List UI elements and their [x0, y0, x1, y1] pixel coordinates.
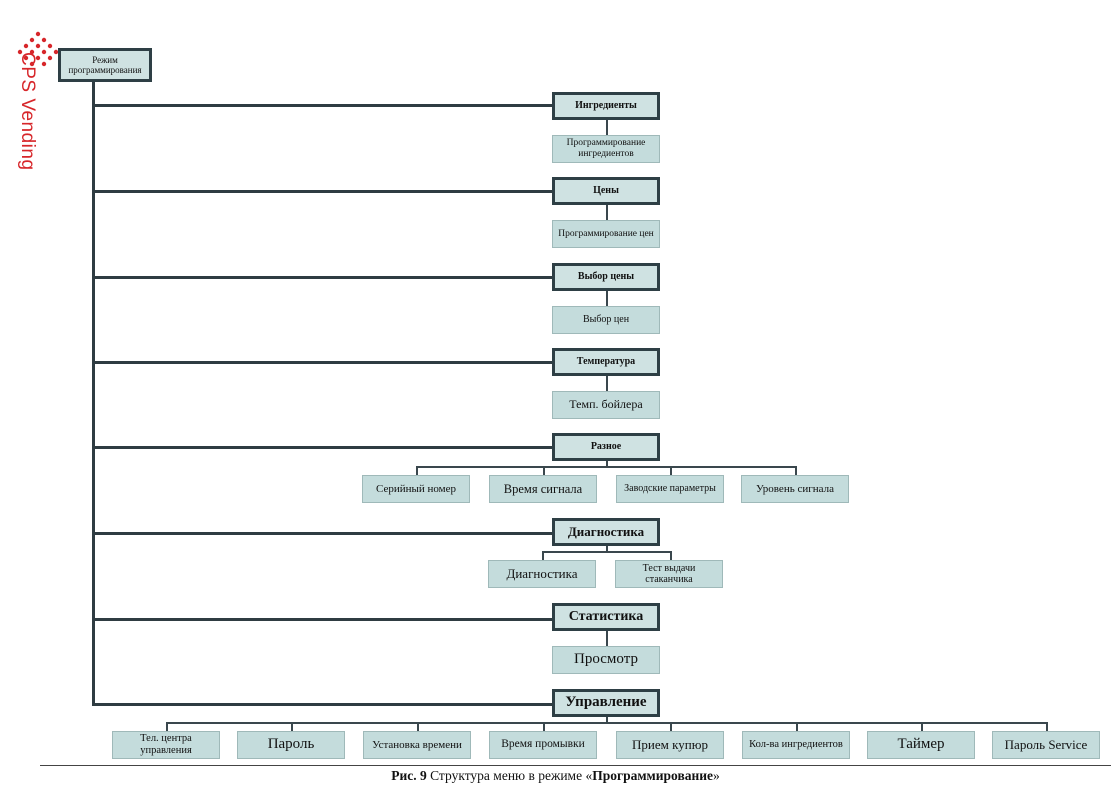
child-node: Диагностика — [488, 560, 601, 593]
branch-line — [92, 532, 554, 535]
child-label: Просмотр — [574, 651, 638, 668]
section-node: Статистика — [552, 603, 663, 634]
section-label: Статистика — [568, 608, 644, 624]
section-node: Диагностика — [552, 518, 663, 549]
branch-line — [92, 190, 554, 193]
caption-rule — [40, 765, 1111, 766]
connector-line — [921, 722, 923, 732]
caption-text: Структура меню в режиме « — [426, 768, 593, 783]
child-label: Серийный номер — [375, 482, 457, 495]
branch-line — [92, 446, 554, 449]
child-label: Прием купюр — [632, 736, 708, 752]
connector-line — [291, 722, 293, 732]
child-node: Выбор цен — [552, 306, 665, 339]
child-label: Тел. центра управления — [140, 732, 192, 756]
branch-line — [92, 703, 554, 706]
child-node: Пароль Service — [992, 731, 1105, 764]
connector-line — [416, 466, 797, 468]
connector-line — [796, 722, 798, 732]
connector-line — [795, 466, 797, 476]
section-label: Выбор цены — [577, 271, 635, 283]
connector-line — [606, 120, 608, 135]
cps-logo-icon — [17, 31, 59, 67]
branch-line — [92, 618, 554, 621]
child-node: Просмотр — [552, 646, 665, 679]
child-label: Пароль Service — [1004, 736, 1088, 752]
child-node: Установка времени — [363, 731, 476, 764]
child-node: Прием купюр — [616, 731, 729, 764]
child-node: Программирование цен — [552, 220, 665, 253]
branch-line — [92, 361, 554, 364]
connector-line — [606, 205, 608, 220]
child-node: Время сигнала — [489, 475, 602, 508]
root-label: Режим программирования — [68, 54, 142, 75]
connector-line — [416, 466, 418, 476]
child-label: Уровень сигнала — [755, 482, 834, 495]
child-label: Установка времени — [372, 738, 462, 751]
child-node: Пароль — [237, 731, 350, 764]
section-label: Цены — [593, 185, 619, 197]
connector-line — [543, 722, 545, 732]
child-node: Уровень сигнала — [741, 475, 854, 508]
child-label: Диагностика — [506, 565, 578, 581]
child-label: Время сигнала — [503, 481, 583, 496]
logo-text: CPS Vending — [17, 52, 38, 171]
child-label: Кол-ва ингредиентов — [749, 738, 843, 750]
section-node: Разное — [552, 433, 663, 464]
section-node: Температура — [552, 348, 663, 379]
child-node: Темп. бойлера — [552, 391, 665, 424]
child-label: Выбор цен — [582, 314, 630, 326]
connector-line — [1046, 722, 1048, 732]
child-node: Таймер — [867, 731, 980, 764]
connector-line — [670, 466, 672, 476]
connector-line — [166, 722, 1048, 724]
child-label: Время промывки — [501, 738, 585, 751]
child-node: Программирование ингредиентов — [552, 135, 665, 168]
section-node: Ингредиенты — [552, 92, 663, 123]
connector-line — [166, 722, 168, 732]
root-node: Режим программирования — [58, 48, 155, 85]
caption-bold: Программирование — [592, 768, 714, 783]
child-node: Серийный номер — [362, 475, 475, 508]
connector-line — [606, 376, 608, 391]
child-node: Время промывки — [489, 731, 602, 764]
child-label: Заводские параметры — [624, 483, 716, 495]
connector-line — [670, 551, 672, 561]
section-label: Температура — [576, 356, 636, 368]
connector-line — [606, 461, 608, 468]
section-label: Разное — [590, 441, 622, 453]
section-node: Управление — [552, 689, 663, 720]
section-label: Управление — [565, 694, 647, 711]
child-node: Кол-ва ингредиентов — [742, 731, 855, 764]
connector-line — [417, 722, 419, 732]
trunk-line — [92, 82, 95, 706]
child-label: Пароль — [267, 736, 315, 753]
connector-line — [606, 291, 608, 306]
caption-end: » — [713, 768, 720, 783]
connector-line — [542, 551, 544, 561]
connector-line — [606, 717, 608, 724]
section-node: Выбор цены — [552, 263, 663, 294]
child-label: Таймер — [897, 736, 945, 753]
branch-line — [92, 104, 554, 107]
caption-fig: Рис. 9 — [391, 768, 427, 783]
section-node: Цены — [552, 177, 663, 208]
connector-line — [543, 466, 545, 476]
child-label: Темп. бойлера — [569, 397, 643, 412]
child-label: Программирование ингредиентов — [566, 138, 646, 159]
connector-line — [606, 631, 608, 646]
section-label: Диагностика — [567, 523, 645, 539]
section-label: Ингредиенты — [575, 100, 637, 112]
child-node: Тел. центра управления — [112, 731, 225, 764]
child-label: Тест выдачи стаканчика — [642, 562, 696, 586]
connector-line — [670, 722, 672, 732]
connector-line — [542, 551, 672, 553]
figure-caption: Рис. 9 Структура меню в режиме «Программ… — [0, 768, 1111, 784]
child-node: Заводские параметры — [616, 475, 729, 508]
connector-line — [606, 546, 608, 553]
child-label: Программирование цен — [558, 228, 654, 239]
child-node: Тест выдачи стаканчика — [615, 560, 728, 593]
branch-line — [92, 276, 554, 279]
